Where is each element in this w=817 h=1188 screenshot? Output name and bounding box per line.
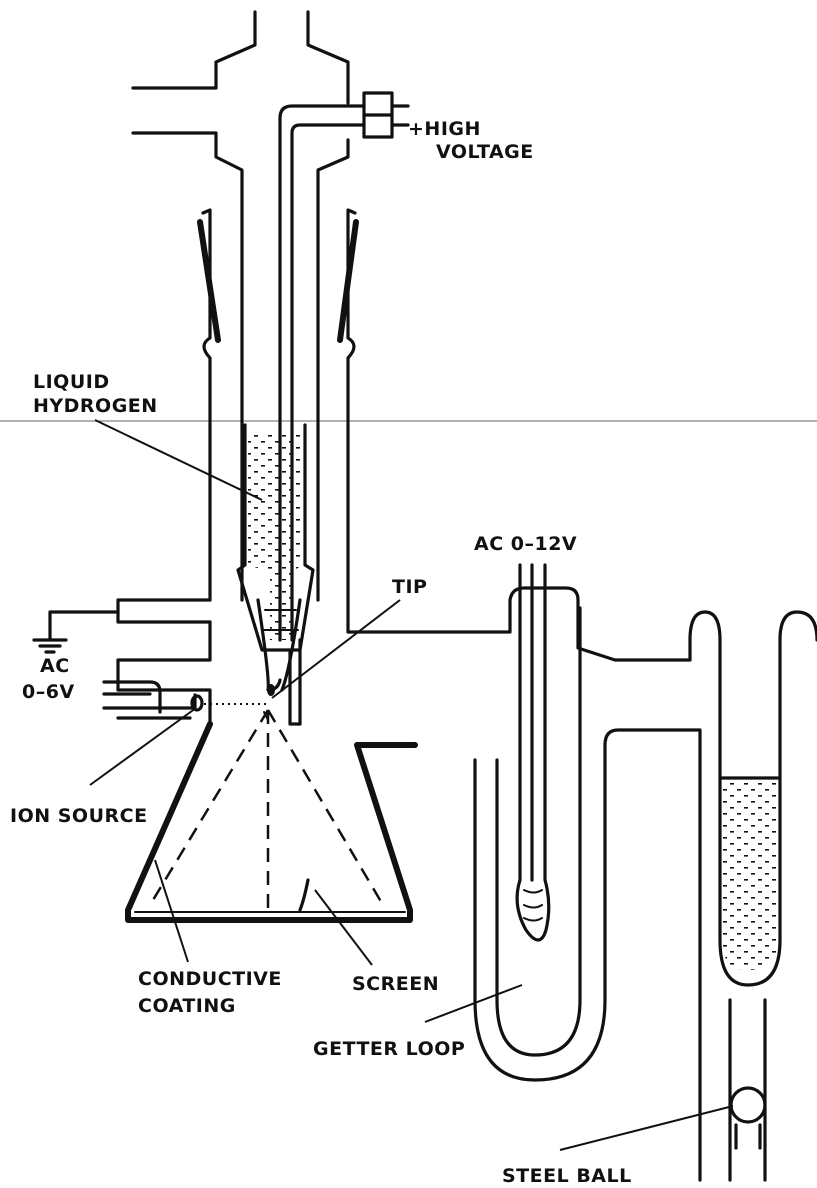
screen-chamber: [125, 638, 418, 923]
leader-getter: [424, 984, 523, 1023]
outer-jacket: [32, 208, 502, 726]
label-conductive-coating-1: CONDUCTIVE: [138, 968, 282, 990]
label-tip: TIP: [392, 576, 427, 598]
leader-tip: [271, 599, 401, 699]
leader-ion-source: [89, 707, 197, 786]
label-liquid-hydrogen-1: LIQUID: [33, 371, 110, 393]
mercury-u-tube: [688, 610, 817, 1182]
label-ion-source: ION SOURCE: [10, 805, 148, 827]
ion-source-assembly: [102, 680, 270, 720]
getter-tube: [473, 563, 702, 1182]
hydrogen-dewar: [236, 423, 315, 696]
label-getter-loop: GETTER LOOP: [313, 1038, 465, 1060]
label-steel-ball: STEEL BALL: [502, 1165, 632, 1187]
label-ac-12v: AC 0–12V: [474, 533, 577, 555]
label-ac-6v-1: AC: [40, 655, 70, 677]
leader-hydrogen: [94, 419, 263, 501]
leader-screen: [314, 889, 373, 966]
label-conductive-coating-2: COATING: [138, 995, 236, 1017]
label-screen: SCREEN: [352, 973, 439, 995]
label-ac-6v-2: 0–6V: [22, 681, 75, 703]
leader-coating: [154, 859, 189, 963]
top-tube: [131, 10, 410, 642]
label-high-voltage-1: +HIGH: [408, 118, 481, 140]
label-liquid-hydrogen-2: HYDROGEN: [33, 395, 158, 417]
label-high-voltage-2: VOLTAGE: [436, 141, 534, 163]
leader-steel-ball: [559, 1105, 734, 1151]
